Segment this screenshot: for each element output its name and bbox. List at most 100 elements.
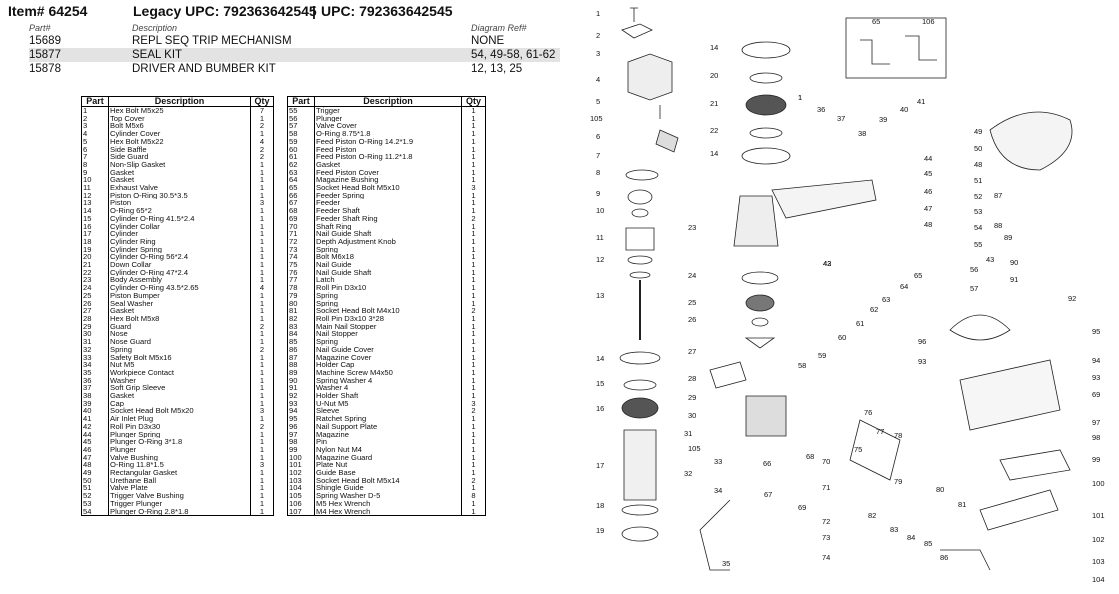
parts-cell-description: Hex Bolt M5x8: [108, 314, 251, 323]
callout-number: 97: [1092, 418, 1100, 427]
parts-cell-qty: 1: [461, 145, 486, 154]
parts-cell-description: Socket Head Bolt M5x20: [108, 407, 251, 416]
parts-cell-qty: 1: [250, 330, 274, 339]
parts-cell-part: 81: [287, 307, 315, 315]
parts-cell-part: 65: [287, 184, 315, 192]
parts-cell-description: Trigger: [314, 106, 462, 115]
parts-cell-qty: 1: [250, 430, 274, 439]
parts-cell-part: 80: [287, 299, 315, 308]
parts-cell-part: 55: [287, 106, 315, 115]
parts-cell-description: Cylinder Collar: [108, 222, 251, 231]
callout-number: 58: [798, 361, 806, 370]
callout-number: 42: [823, 259, 831, 268]
kit-row: 15689 REPL SEQ TRIP MECHANISM NONE: [29, 34, 560, 48]
callout-number: 34: [714, 486, 722, 495]
callout-number: 31: [684, 429, 692, 438]
parts-cell-qty: 1: [461, 268, 486, 277]
col-part: Part: [81, 96, 109, 107]
parts-cell-part: 74: [287, 253, 315, 262]
callout-number: 51: [974, 176, 982, 185]
parts-cell-description: Socket Head Bolt M5x10: [314, 184, 462, 192]
parts-cell-qty: 1: [250, 399, 274, 408]
parts-cell-description: Spring: [108, 345, 251, 354]
callout-number: 101: [1092, 511, 1105, 520]
callout-number: 86: [940, 553, 948, 562]
parts-cell-description: Main Nail Stopper: [314, 322, 462, 331]
parts-cell-description: Piston Bumper: [108, 291, 251, 300]
callout-number: 2: [596, 31, 600, 40]
parts-cell-description: Spring: [314, 245, 462, 254]
parts-cell-description: Feeder: [314, 199, 462, 208]
parts-cell-qty: 1: [250, 299, 274, 308]
parts-cell-part: 30: [81, 330, 109, 339]
parts-cell-part: 14: [81, 207, 109, 215]
callout-number: 28: [688, 374, 696, 383]
parts-cell-part: 102: [287, 469, 315, 477]
callout-number: 75: [854, 445, 862, 454]
parts-cell-qty: 1: [250, 445, 274, 454]
callout-number: 100: [1092, 479, 1105, 488]
callout-number: 95: [1092, 327, 1100, 336]
callout-number: 30: [688, 411, 696, 420]
parts-cell-qty: 1: [250, 476, 274, 485]
legacy-upc: Legacy UPC: 792363642545: [133, 3, 317, 19]
parts-cell-part: 5: [81, 137, 109, 146]
callout-number: 45: [924, 169, 932, 178]
parts-cell-description: Machine Screw M4x50: [314, 368, 462, 377]
parts-cell-qty: 1: [250, 469, 274, 477]
callout-number: 18: [596, 501, 604, 510]
callout-number: 13: [596, 291, 604, 300]
callout-number: 85: [924, 539, 932, 548]
parts-cell-description: Guard: [108, 322, 251, 331]
parts-cell-part: 26: [81, 299, 109, 308]
parts-cell-part: 64: [287, 176, 315, 185]
parts-cell-qty: 1: [461, 137, 486, 146]
callout-number: 82: [868, 511, 876, 520]
parts-cell-part: 96: [287, 422, 315, 431]
parts-cell-description: Trigger Plunger: [108, 499, 251, 508]
parts-cell-description: Feed Piston: [314, 145, 462, 154]
parts-cell-part: 20: [81, 253, 109, 262]
parts-cell-part: 76: [287, 268, 315, 277]
parts-cell-qty: 1: [461, 291, 486, 300]
callout-number: 80: [936, 485, 944, 494]
parts-cell-part: 51: [81, 484, 109, 493]
parts-cell-description: Bolt M5x6: [108, 122, 251, 131]
parts-cell-description: Nut M5: [108, 361, 251, 369]
parts-cell-description: Cylinder O-Ring 56*2.4: [108, 253, 251, 262]
callout-number: 14: [710, 149, 718, 158]
parts-cell-qty: 1: [250, 184, 274, 192]
parts-cell-qty: 4: [250, 284, 274, 292]
callout-number: 14: [596, 354, 604, 363]
callout-number: 81: [958, 500, 966, 509]
callout-number: 62: [870, 305, 878, 314]
parts-cell-part: 48: [81, 461, 109, 470]
parts-cell-part: 35: [81, 368, 109, 377]
callout-number: 5: [596, 97, 600, 106]
parts-cell-qty: 1: [250, 207, 274, 215]
parts-cell-part: 44: [81, 430, 109, 439]
parts-cell-qty: 1: [250, 291, 274, 300]
parts-cell-qty: 1: [461, 422, 486, 431]
callout-number: 48: [924, 220, 932, 229]
callout-number: 26: [688, 315, 696, 324]
callout-number: 56: [970, 265, 978, 274]
